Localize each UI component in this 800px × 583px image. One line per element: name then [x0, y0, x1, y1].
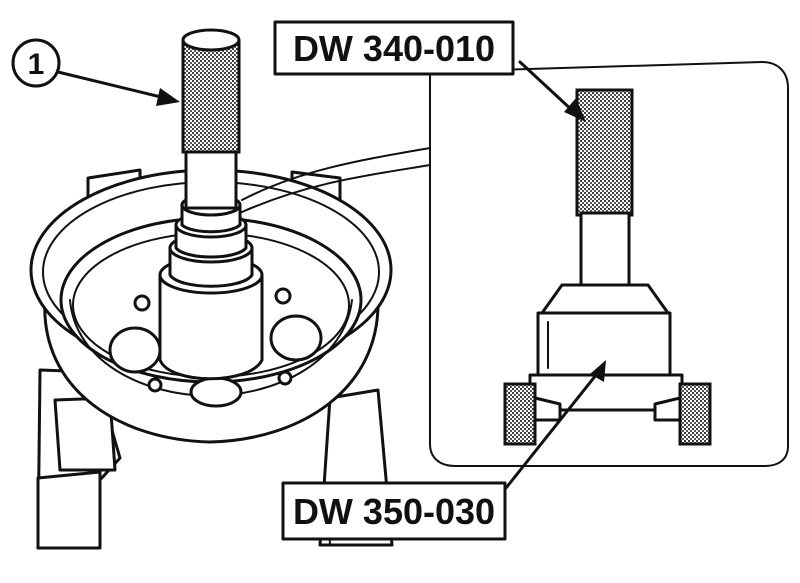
press-mandrel	[181, 28, 241, 210]
label-dw-350-030: DW 350-030	[281, 360, 606, 541]
wheel-hub	[158, 193, 264, 381]
callout-1-number: 1	[28, 48, 45, 81]
detail-adapter	[503, 311, 712, 446]
detail-inset	[241, 61, 789, 467]
detail-mandrel	[540, 88, 670, 315]
label-dw-340-010-text: DW 340-010	[293, 28, 495, 69]
callout-1: 1	[11, 38, 180, 106]
label-dw-340-010: DW 340-010	[273, 20, 586, 122]
label-dw-350-030-text: DW 350-030	[293, 491, 495, 532]
